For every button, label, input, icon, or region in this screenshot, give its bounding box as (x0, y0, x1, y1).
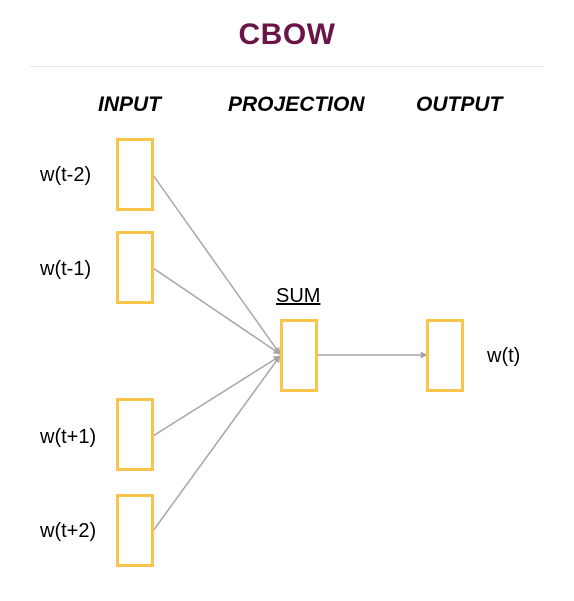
input-box-3 (116, 398, 154, 471)
edge-input-1-to-sum (152, 174, 281, 355)
output-box (426, 319, 464, 392)
input-box-2 (116, 231, 154, 304)
column-header-projection: PROJECTION (228, 93, 365, 116)
edge-input-4-to-sum (152, 355, 281, 532)
input-box-1 (116, 138, 154, 211)
diagram-title: CBOW (238, 18, 336, 51)
input-label-4: w(t+2) (40, 520, 97, 542)
input-label-3: w(t+1) (40, 426, 97, 448)
input-label-2: w(t-1) (40, 258, 92, 280)
edge-input-3-to-sum (152, 355, 281, 437)
title-divider (30, 66, 544, 67)
output-label: w(t) (487, 345, 521, 367)
input-box-4 (116, 494, 154, 567)
column-header-output: OUTPUT (416, 93, 503, 116)
edge-input-2-to-sum (152, 267, 281, 355)
projection-box (280, 319, 318, 392)
projection-sum-label: SUM (276, 285, 321, 307)
column-header-input: INPUT (98, 93, 161, 116)
input-label-1: w(t-2) (40, 164, 92, 186)
